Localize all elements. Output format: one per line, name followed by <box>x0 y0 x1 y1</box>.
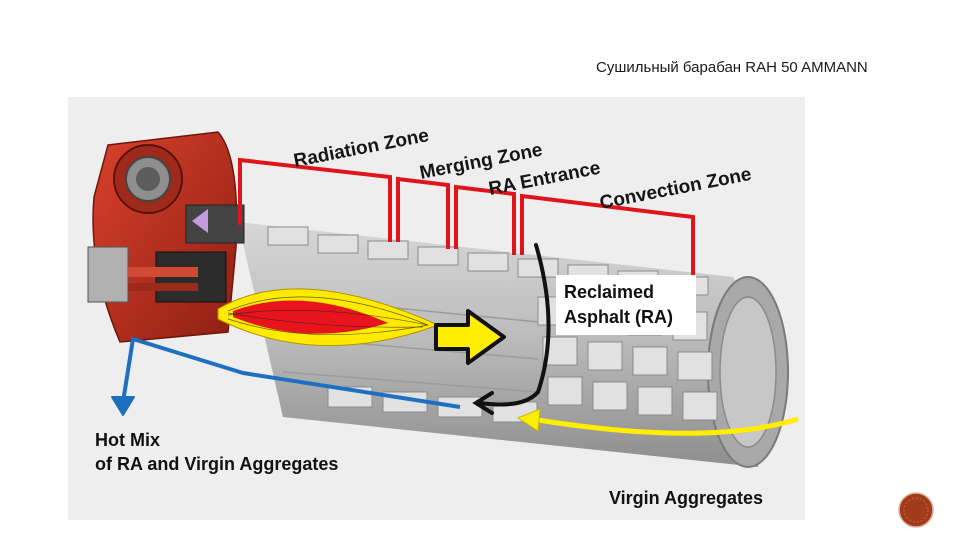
hot-gas-arrow <box>434 309 506 365</box>
hot-mix-label-line2: of RA and Virgin Aggregates <box>95 454 338 474</box>
reclaimed-label-line1: Reclaimed <box>564 282 654 302</box>
hot-mix-label-line1: Hot Mix <box>95 430 160 450</box>
burner-fan-icon <box>113 144 183 214</box>
drying-drum-diagram: Radiation Zone Merging Zone RA Entrance … <box>68 97 805 520</box>
virgin-aggregates-label: Virgin Aggregates <box>609 488 763 508</box>
reclaimed-asphalt-callout: Reclaimed Asphalt (RA) <box>556 275 696 335</box>
hot-mix-arrow <box>111 337 461 416</box>
page-badge-icon <box>898 492 934 528</box>
zone-brackets <box>238 157 695 277</box>
ra-feed-arrow <box>472 243 551 415</box>
slide-title: Сушильный барабан RAH 50 AMMANN <box>596 59 868 76</box>
virgin-aggregates-arrow <box>516 408 799 436</box>
reclaimed-label-line2: Asphalt (RA) <box>564 307 673 327</box>
burner-housing <box>87 131 245 343</box>
